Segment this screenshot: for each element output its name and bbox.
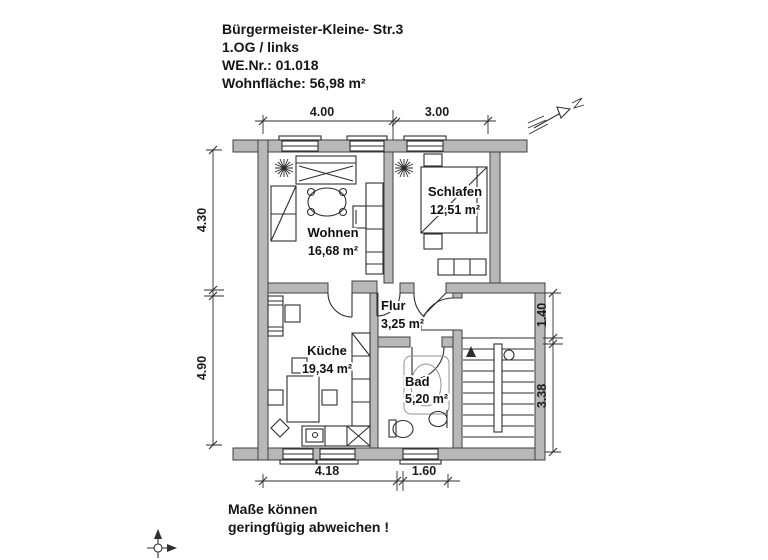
kueche-furniture: [267, 295, 371, 447]
stair-stringer: [493, 343, 503, 433]
wall-kueche-flur: [369, 292, 379, 449]
dresser: [437, 258, 487, 276]
room-area-kueche: 19,34 m²: [302, 362, 352, 376]
wall-flur-stair-upper: [452, 292, 463, 299]
note-block: Maße können geringfügig abweichen !: [228, 501, 389, 535]
dim-right-2: 3.38: [535, 384, 549, 408]
title-unit-number: WE.Nr.: 01.018: [222, 57, 319, 73]
wall-middle-d: [445, 282, 546, 294]
door-flur-wohnen: [376, 292, 401, 317]
window-bad: [399, 448, 442, 465]
nightstand-top: [423, 153, 443, 167]
title-street: Bürgermeister-Kleine- Str.3: [222, 21, 403, 37]
wall-left: [257, 139, 269, 461]
window-wohnen-2: [346, 135, 388, 152]
shelf-left: [270, 185, 297, 242]
room-label-kueche: Küche: [307, 343, 347, 358]
window-kueche-2: [316, 448, 359, 465]
room-area-wohnen: 16,68 m²: [308, 244, 358, 258]
wall-flur-bad-right: [441, 336, 454, 348]
north-arrow-icon: [527, 97, 585, 135]
wall-schlafen-right: [489, 151, 501, 285]
dim-left-1: 4.30: [195, 208, 209, 232]
doors: [327, 292, 454, 380]
wall-flur-stair-lower: [452, 329, 463, 449]
dim-bottom-2: 1.60: [412, 464, 436, 478]
kitchen-counter: [301, 332, 371, 447]
nightstand-bottom: [423, 233, 443, 250]
wall-middle-a: [267, 282, 329, 294]
desk: [267, 295, 301, 337]
dim-right: 1.40 3.38: [535, 288, 563, 457]
sofa: [295, 155, 357, 185]
wall-middle-pier: [399, 282, 415, 294]
note-line-2: geringfügig abweichen !: [228, 519, 389, 535]
door-entrance: [420, 297, 454, 331]
wohnen-furniture: [270, 155, 384, 275]
room-area-flur: 3,25 m²: [381, 317, 424, 331]
window-wohnen-1: [278, 135, 322, 152]
plant-icon: [394, 158, 414, 178]
dim-top: 4.00 3.00: [255, 105, 496, 140]
dim-bottom: 4.18 1.60: [255, 464, 460, 491]
title-floor: 1.OG / links: [222, 39, 299, 55]
dining-table: [267, 357, 338, 438]
title-block: Bürgermeister-Kleine- Str.3 1.OG / links…: [222, 21, 403, 91]
room-area-bad: 5,20 m²: [405, 392, 448, 406]
room-label-schlafen: Schlafen: [428, 184, 482, 199]
toilet: [388, 419, 414, 439]
dim-left: 4.30 4.90: [195, 145, 224, 450]
wall-unit: [352, 182, 384, 275]
door-wohnen-kueche: [327, 292, 353, 318]
plant-icon: [274, 158, 294, 178]
room-label-flur: Flur: [381, 298, 406, 313]
dimension-lines: 4.00 3.00 4.30 4.90 1.40 3.38 4.18 1.60: [195, 105, 563, 491]
room-label-wohnen: Wohnen: [307, 225, 358, 240]
note-line-1: Maße können: [228, 501, 317, 517]
wall-bottom: [232, 447, 546, 461]
coffee-table: [306, 187, 348, 217]
double-bed: [420, 166, 488, 234]
schlafen-furniture: [394, 153, 488, 276]
bathtub: [403, 355, 450, 415]
dim-right-1: 1.40: [535, 303, 549, 327]
dim-bottom-1: 4.18: [315, 464, 339, 478]
wall-middle-b: [351, 280, 378, 294]
window-kueche-1: [279, 448, 317, 465]
room-labels: Wohnen 16,68 m² Schlafen 12,51 m² Flur 3…: [300, 182, 484, 408]
stair-direction-arrow: [466, 346, 476, 357]
window-schlafen: [403, 135, 447, 152]
stair-direction-circle: [503, 349, 515, 361]
washbasin: [428, 410, 448, 428]
stairwell: [462, 337, 535, 438]
wall-flur-bad-left: [377, 336, 411, 348]
axes-icon: [147, 529, 177, 558]
room-label-bad: Bad: [405, 374, 430, 389]
room-area-schlafen: 12,51 m²: [430, 203, 480, 217]
windows: [278, 135, 447, 465]
door-flur-schlafen: [413, 292, 447, 317]
dim-left-2: 4.90: [195, 356, 209, 380]
bad-furniture: [388, 355, 450, 439]
title-living-area: Wohnfläche: 56,98 m²: [222, 75, 366, 91]
wall-wohnen-schlafen: [383, 151, 394, 284]
dim-top-2: 3.00: [425, 105, 449, 119]
dim-top-1: 4.00: [310, 105, 334, 119]
door-flur-bad: [411, 346, 445, 380]
